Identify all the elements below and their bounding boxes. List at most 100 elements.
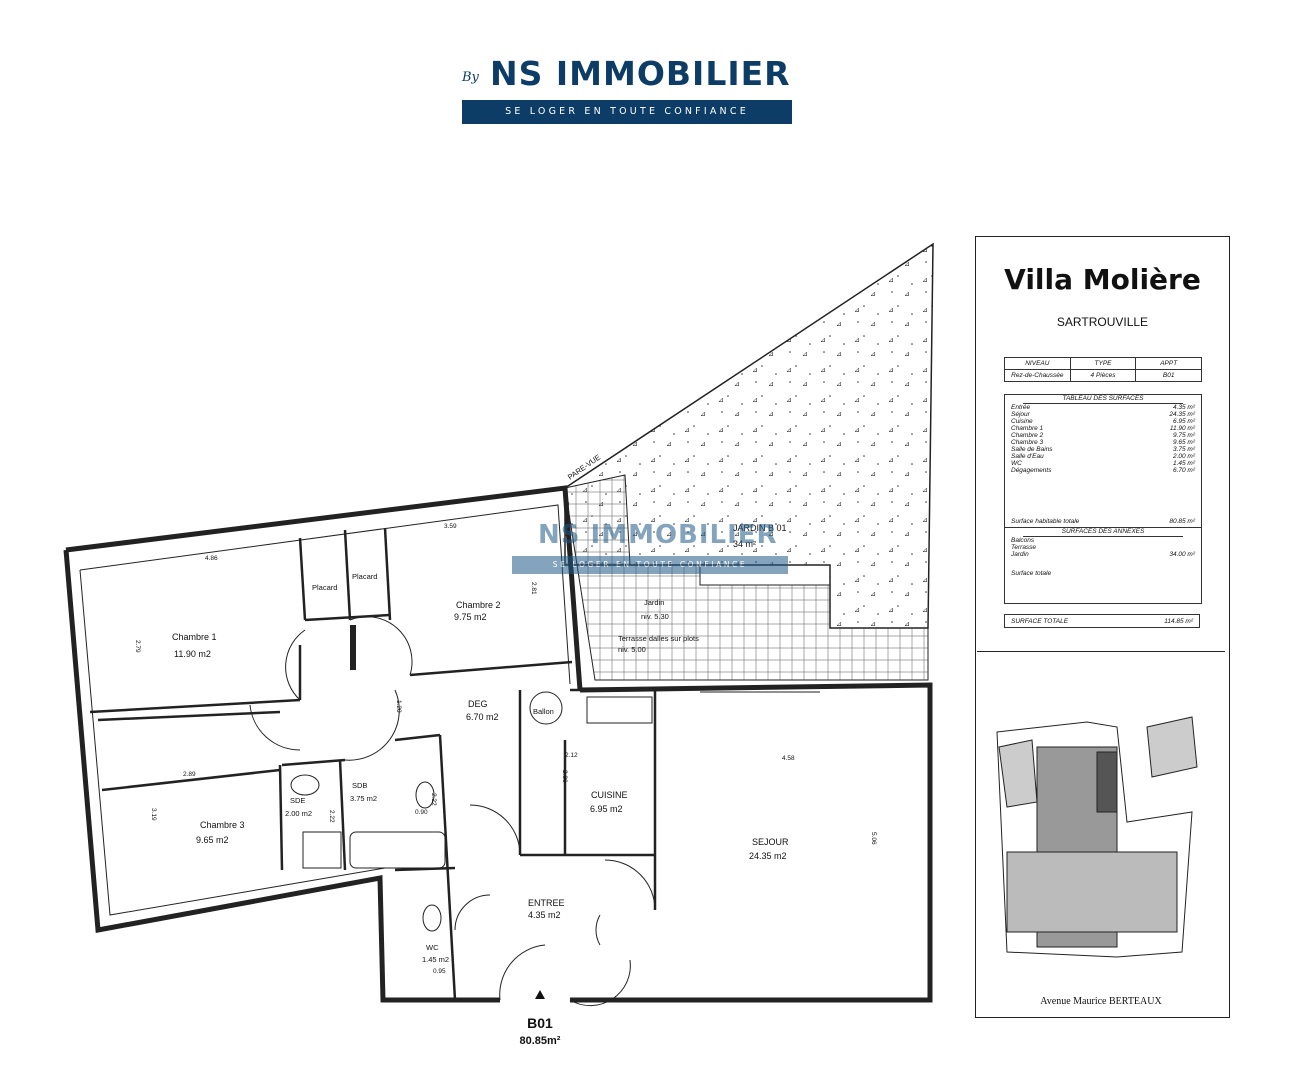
total-value: 114.85 m² bbox=[1164, 617, 1193, 625]
chambre2-area: 9.75 m2 bbox=[454, 612, 487, 622]
ballon-tank bbox=[529, 691, 563, 725]
cuisine-name: CUISINE bbox=[591, 790, 628, 800]
dim-d9: 2.86 bbox=[561, 770, 568, 783]
terrasse-label: Terrasse dalles sur plots bbox=[618, 634, 699, 643]
street-name: Avenue Maurice BERTEAUX bbox=[1040, 996, 1162, 1007]
type-table: NIVEAU TYPE APPT Rez-de-Chaussée 4 Pièce… bbox=[1004, 357, 1202, 382]
annexes-title: SURFACES DES ANNEXES bbox=[1023, 528, 1183, 537]
situation-plan bbox=[996, 716, 1198, 958]
sdb-name: SDB bbox=[352, 781, 367, 790]
deg-name: DEG bbox=[468, 699, 488, 709]
dim-d11: 5.06 bbox=[870, 832, 877, 845]
sejour-name: SEJOUR bbox=[752, 837, 789, 847]
jardin-niv-label: Jardin bbox=[644, 598, 664, 607]
ballon-label: Ballon bbox=[533, 707, 554, 716]
watermark-brand: NS IMMOBILIER bbox=[538, 520, 778, 550]
surface-totale-row: Surface totale bbox=[1011, 570, 1052, 577]
header-appt: APPT bbox=[1160, 360, 1178, 367]
header-type: TYPE bbox=[1071, 358, 1137, 369]
annex-row: Balcons bbox=[1011, 537, 1035, 544]
logo-tagline: SE LOGER EN TOUTE CONFIANCE bbox=[462, 100, 792, 124]
card-city: SARTROUVILLE bbox=[1056, 315, 1149, 329]
dim-d12: 0.95 bbox=[433, 968, 446, 975]
bathtub bbox=[349, 831, 446, 869]
unit-label: B01 80.85m² bbox=[490, 1015, 590, 1047]
deg-area: 6.70 m2 bbox=[466, 712, 499, 722]
jardin-niv-value: niv. 5.30 bbox=[641, 612, 669, 621]
dim-d14: 2.22 bbox=[328, 810, 335, 823]
dim-d6: 2.89 bbox=[183, 771, 196, 778]
situation-map: Avenue Maurice BERTEAUX bbox=[977, 651, 1225, 1016]
terrasse-niv: niv. 5.00 bbox=[618, 645, 646, 654]
info-card: Villa Molière SARTROUVILLE NIVEAU TYPE A… bbox=[975, 236, 1230, 1018]
wc-name: WC bbox=[426, 943, 439, 952]
placard2-label: Placard bbox=[352, 572, 377, 581]
dim-d5: 1.20 bbox=[395, 700, 402, 713]
terrace-area bbox=[564, 474, 929, 681]
total-label: SURFACE TOTALE bbox=[1011, 617, 1069, 625]
sdb-basin bbox=[415, 781, 435, 809]
entry-arrow-icon bbox=[535, 990, 545, 999]
sde-area: 2.00 m2 bbox=[285, 809, 312, 818]
dim-d1: 4.86 bbox=[205, 555, 218, 562]
sde-basin bbox=[290, 774, 320, 796]
type-table-row: Rez-de-Chaussée 4 Pièces B01 bbox=[1005, 370, 1201, 381]
surfaces-title: TABLEAU DES SURFACES bbox=[1023, 395, 1183, 404]
chambre2-name: Chambre 2 bbox=[456, 600, 501, 610]
dim-d3: 2.79 bbox=[134, 640, 141, 653]
header-niveau: NIVEAU bbox=[1005, 358, 1071, 369]
chambre1-name: Chambre 1 bbox=[172, 632, 217, 642]
wc-area: 1.45 m2 bbox=[422, 955, 449, 964]
dim-d13: 0.90 bbox=[415, 809, 428, 816]
sde-name: SDE bbox=[290, 796, 305, 805]
placard1-label: Placard bbox=[312, 583, 337, 592]
shower bbox=[302, 831, 342, 869]
entree-name: ENTREE bbox=[528, 898, 565, 908]
total-row: SURFACE TOTALE 114.85 m² bbox=[1004, 614, 1200, 628]
dim-d15: 2.22 bbox=[430, 793, 437, 806]
annex-row: Terrasse bbox=[1011, 544, 1037, 551]
jardin-name: JARDIN B 01 bbox=[733, 523, 787, 533]
cuisine-area: 6.95 m2 bbox=[590, 804, 623, 814]
jardin-area: 34 m² bbox=[733, 539, 756, 549]
watermark-tagline: SE LOGER EN TOUTE CONFIANCE bbox=[512, 556, 788, 574]
value-type: 4 Pièces bbox=[1071, 370, 1137, 381]
sejour-area: 24.35 m2 bbox=[749, 851, 787, 861]
watermark-logo: NS IMMOBILIER SE LOGER EN TOUTE CONFIANC… bbox=[512, 520, 788, 576]
dim-d7: 3.19 bbox=[150, 808, 157, 821]
sdb-area: 3.75 m2 bbox=[350, 794, 377, 803]
kitchen-sink bbox=[586, 696, 653, 724]
value-niveau: Rez-de-Chaussée bbox=[1005, 370, 1071, 381]
unit-id: B01 bbox=[527, 1015, 553, 1031]
dim-d8: 2.12 bbox=[565, 752, 578, 759]
chambre3-name: Chambre 3 bbox=[200, 820, 245, 830]
value-appt: B01 bbox=[1162, 372, 1175, 379]
dim-d10: 4.58 bbox=[782, 755, 795, 762]
wc-bowl bbox=[422, 904, 442, 932]
entree-area: 4.35 m2 bbox=[528, 910, 561, 920]
dim-d2: 3.59 bbox=[444, 523, 457, 530]
unit-area: 80.85m² bbox=[519, 1035, 561, 1047]
card-title: Villa Molière bbox=[1004, 263, 1201, 296]
logo-brand: NS IMMOBILIER bbox=[490, 54, 791, 93]
dim-d4: 2.81 bbox=[530, 582, 537, 595]
brand-logo: By NS IMMOBILIER SE LOGER EN TOUTE CONFI… bbox=[462, 54, 794, 128]
logo-by: By bbox=[462, 70, 479, 85]
type-table-header: NIVEAU TYPE APPT bbox=[1005, 358, 1201, 370]
chambre1-area: 11.90 m2 bbox=[174, 649, 211, 659]
chambre3-area: 9.65 m2 bbox=[196, 835, 229, 845]
